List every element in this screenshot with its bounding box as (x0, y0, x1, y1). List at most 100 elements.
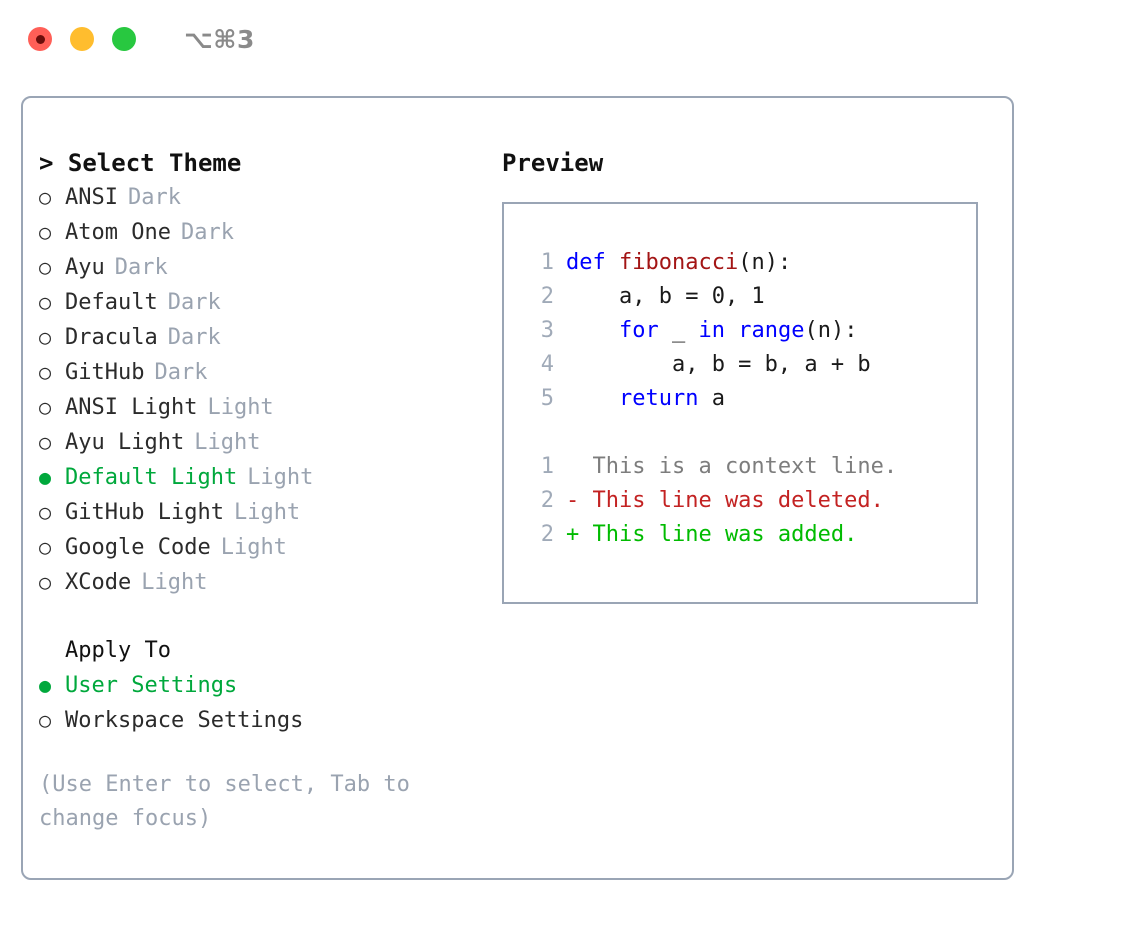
theme-name-label: Default Light (65, 465, 238, 490)
diff-line: 2 - This line was deleted. (504, 484, 976, 518)
theme-list-item[interactable]: ○ XCode Light (39, 565, 489, 600)
theme-name-label: Ayu (65, 255, 105, 280)
theme-list-item[interactable]: ○ Google Code Light (39, 530, 489, 565)
theme-name-label: Default (65, 290, 158, 315)
maximize-button[interactable] (112, 27, 136, 51)
theme-name-label: GitHub Light (65, 500, 224, 525)
apply-to-item[interactable]: ○ Workspace Settings (39, 703, 489, 738)
code-line: 4 a, b = b, a + b (504, 348, 976, 382)
radio-unselected-icon: ○ (39, 185, 52, 209)
theme-mode-label: Dark (167, 290, 221, 315)
diff-line-text-add: + This line was added. (566, 522, 858, 547)
code-spacer (504, 416, 976, 450)
theme-list-item[interactable]: ○ GitHub Light Light (39, 495, 489, 530)
radio-unselected-icon: ○ (39, 570, 52, 594)
minimize-button[interactable] (70, 27, 94, 51)
code-line-text: a, b = b, a + b (566, 348, 871, 382)
line-number: 2 (540, 284, 554, 309)
apply-to-item[interactable]: ● User Settings (39, 668, 489, 703)
radio-unselected-icon: ○ (39, 255, 52, 279)
theme-mode-label: Dark (154, 360, 208, 385)
theme-mode-label: Light (233, 500, 301, 525)
close-button[interactable] (28, 27, 52, 51)
theme-mode-label: Light (207, 395, 274, 420)
radio-unselected-icon: ○ (39, 500, 52, 524)
recording-indicator-icon (35, 34, 45, 44)
theme-name-label: Atom One (65, 220, 171, 245)
code-line: 2 a, b = 0, 1 (504, 280, 976, 314)
theme-list-item[interactable]: ○ ANSI Light Light (39, 390, 489, 425)
radio-unselected-icon: ○ (39, 430, 52, 454)
apply-to-list[interactable]: ● User Settings ○ Workspace Settings (39, 668, 489, 738)
code-line-text: for _ in range(n): (566, 314, 857, 348)
line-number: 1 (540, 250, 554, 275)
theme-mode-label: Light (194, 430, 261, 455)
theme-list-item[interactable]: ○ Ayu Dark (39, 250, 489, 285)
radio-unselected-icon: ○ (39, 708, 52, 732)
radio-unselected-icon: ○ (39, 325, 52, 349)
radio-selected-icon: ● (39, 673, 52, 697)
diff-line-text-ctx: This is a context line. (566, 454, 898, 479)
code-token-kw: in (698, 318, 725, 343)
apply-to-label: User Settings (65, 673, 238, 698)
diff-line: 2 + This line was added. (504, 518, 976, 552)
theme-name-label: Google Code (65, 535, 211, 560)
theme-mode-label: Dark (180, 220, 234, 245)
theme-mode-label: Dark (127, 185, 181, 210)
code-token-plain: a, b = b, a + b (566, 352, 871, 377)
code-token-kw: return (618, 386, 699, 411)
code-line: 5 return a (504, 382, 976, 416)
line-number: 1 (540, 454, 554, 479)
code-token-fn: fibonacci (618, 250, 739, 275)
diff-line: 1 This is a context line. (504, 450, 976, 484)
theme-name-label: Dracula (65, 325, 158, 350)
line-number: 2 (540, 522, 554, 547)
radio-unselected-icon: ○ (39, 395, 52, 419)
theme-name-label: ANSI Light (65, 395, 198, 420)
code-token-plain: a, b = 0, 1 (566, 284, 765, 309)
theme-name-label: XCode (65, 570, 132, 595)
code-token-plain (566, 386, 619, 411)
code-line-text: def fibonacci(n): (566, 246, 791, 280)
keyboard-shortcut-label: ⌥⌘3 (184, 24, 255, 54)
theme-mode-label: Dark (167, 325, 221, 350)
code-token-plain: _ (658, 318, 699, 343)
radio-unselected-icon: ○ (39, 535, 52, 559)
diff-line-text-del: - This line was deleted. (566, 488, 884, 513)
apply-to-title: Apply To (65, 638, 171, 663)
theme-list-item[interactable]: ○ Dracula Dark (39, 320, 489, 355)
theme-mode-label: Light (141, 570, 208, 595)
theme-list-item[interactable]: ● Default Light Light (39, 460, 489, 495)
theme-mode-label: Light (220, 535, 287, 560)
radio-selected-icon: ● (39, 465, 52, 489)
apply-to-label: Workspace Settings (65, 708, 304, 733)
line-number: 5 (540, 386, 554, 411)
line-number: 3 (540, 318, 554, 343)
code-token-kw: range (738, 318, 805, 343)
theme-picker-title: > Select Theme (39, 149, 242, 177)
theme-name-label: GitHub (65, 360, 145, 385)
preview-title: Preview (502, 149, 604, 177)
apply-to-section: Apply To ● User Settings ○ Workspace Settin… (39, 634, 489, 738)
code-token-plain: (n): (804, 318, 858, 343)
theme-list-item[interactable]: ○ Ayu Light Light (39, 425, 489, 460)
code-token-plain (566, 318, 619, 343)
theme-mode-label: Light (247, 465, 314, 490)
theme-mode-label: Dark (114, 255, 168, 280)
code-token-plain (725, 318, 738, 343)
code-line-text: return a (566, 382, 725, 416)
code-token-kw: for (618, 318, 659, 343)
theme-name-label: Ayu Light (65, 430, 185, 455)
code-token-kw: def (566, 250, 619, 275)
line-number: 2 (540, 488, 554, 513)
